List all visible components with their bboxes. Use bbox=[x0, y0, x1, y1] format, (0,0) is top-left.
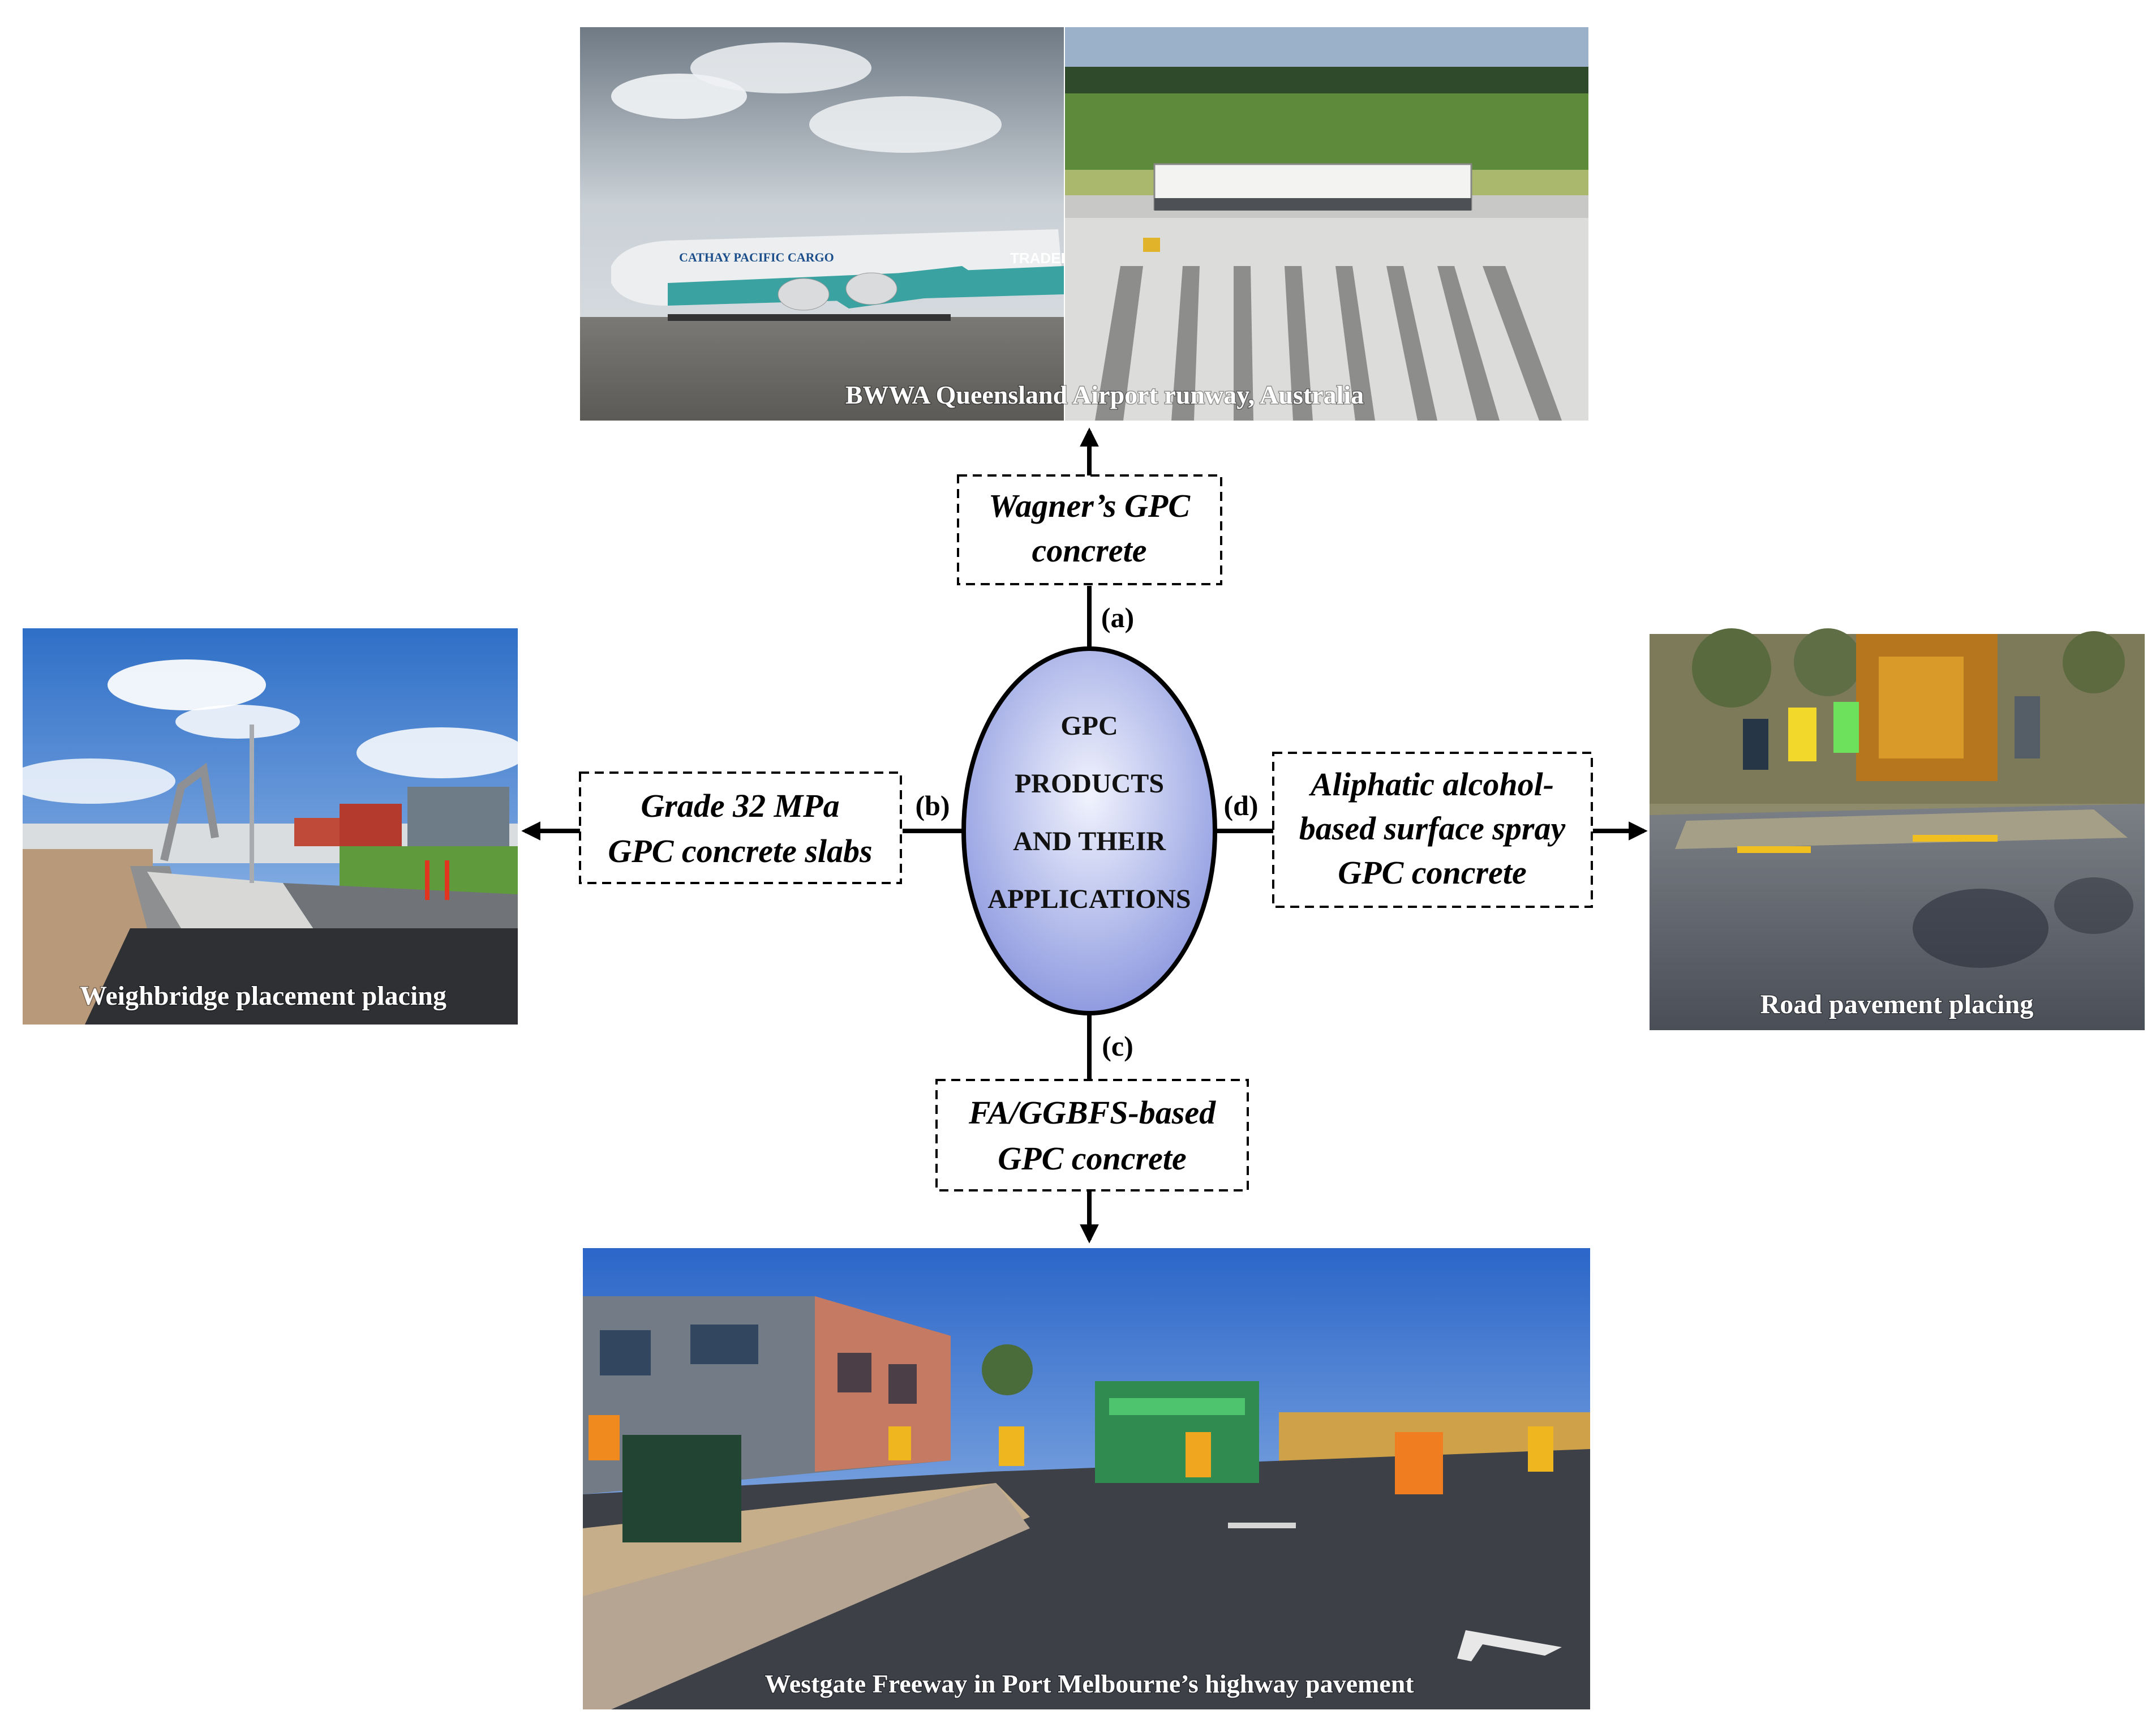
tag-a: (a) bbox=[1101, 602, 1134, 633]
photo-c-westgate-freeway: Westgate Freeway in Port Melbourne’s hig… bbox=[583, 1248, 1590, 1709]
apron-slab-joints bbox=[1095, 266, 1562, 421]
tag-b: (b) bbox=[915, 790, 950, 821]
box-a-line-2: concrete bbox=[1032, 532, 1147, 569]
box-a: Wagner’s GPC concrete bbox=[957, 474, 1222, 585]
photo-d-road-pavement: Road pavement placing bbox=[1650, 628, 2145, 1030]
center-line-4: APPLICATIONS bbox=[987, 884, 1191, 914]
tag-c: (c) bbox=[1102, 1030, 1133, 1062]
center-line-3: AND THEIR bbox=[1013, 826, 1166, 856]
center-line-1: GPC bbox=[1060, 711, 1118, 741]
photo-a-airport-runway: CATHAY PACIFIC CARGO TRADER BWWA Queensl… bbox=[580, 27, 1588, 421]
cargo-aircraft: CATHAY PACIFIC CARGO TRADER bbox=[611, 229, 1072, 321]
box-d: Aliphatic alcohol- based surface spray G… bbox=[1272, 752, 1593, 908]
center-ellipse bbox=[961, 646, 1217, 1015]
box-b: Grade 32 MPa GPC concrete slabs bbox=[579, 772, 902, 884]
aircraft-tail-text: TRADER bbox=[1010, 250, 1072, 267]
photo-b-weighbridge: Weighbridge placement placing bbox=[6, 628, 526, 1025]
center-node: GPC PRODUCTS AND THEIR APPLICATIONS bbox=[961, 646, 1217, 1015]
aircraft-livery-text: CATHAY PACIFIC CARGO bbox=[679, 250, 834, 264]
caption-b: Weighbridge placement placing bbox=[80, 981, 446, 1011]
tag-d: (d) bbox=[1223, 790, 1258, 821]
caption-d: Road pavement placing bbox=[1760, 989, 2034, 1019]
box-c-line-2: GPC concrete bbox=[998, 1140, 1186, 1177]
center-line-2: PRODUCTS bbox=[1015, 769, 1164, 799]
box-d-line-1: Aliphatic alcohol- bbox=[1309, 766, 1554, 803]
box-c-line-1: FA/GGBFS-based bbox=[968, 1094, 1216, 1131]
caption-a: BWWA Queensland Airport runway, Australi… bbox=[845, 380, 1364, 409]
connectors bbox=[521, 427, 1648, 1244]
box-d-line-3: GPC concrete bbox=[1338, 854, 1526, 891]
box-d-line-2: based surface spray bbox=[1299, 810, 1566, 847]
box-a-line-1: Wagner’s GPC bbox=[989, 487, 1191, 524]
box-b-line-1: Grade 32 MPa bbox=[641, 787, 839, 824]
box-c: FA/GGBFS-based GPC concrete bbox=[935, 1079, 1249, 1191]
caption-c: Westgate Freeway in Port Melbourne’s hig… bbox=[765, 1669, 1414, 1698]
box-b-line-2: GPC concrete slabs bbox=[608, 833, 872, 869]
